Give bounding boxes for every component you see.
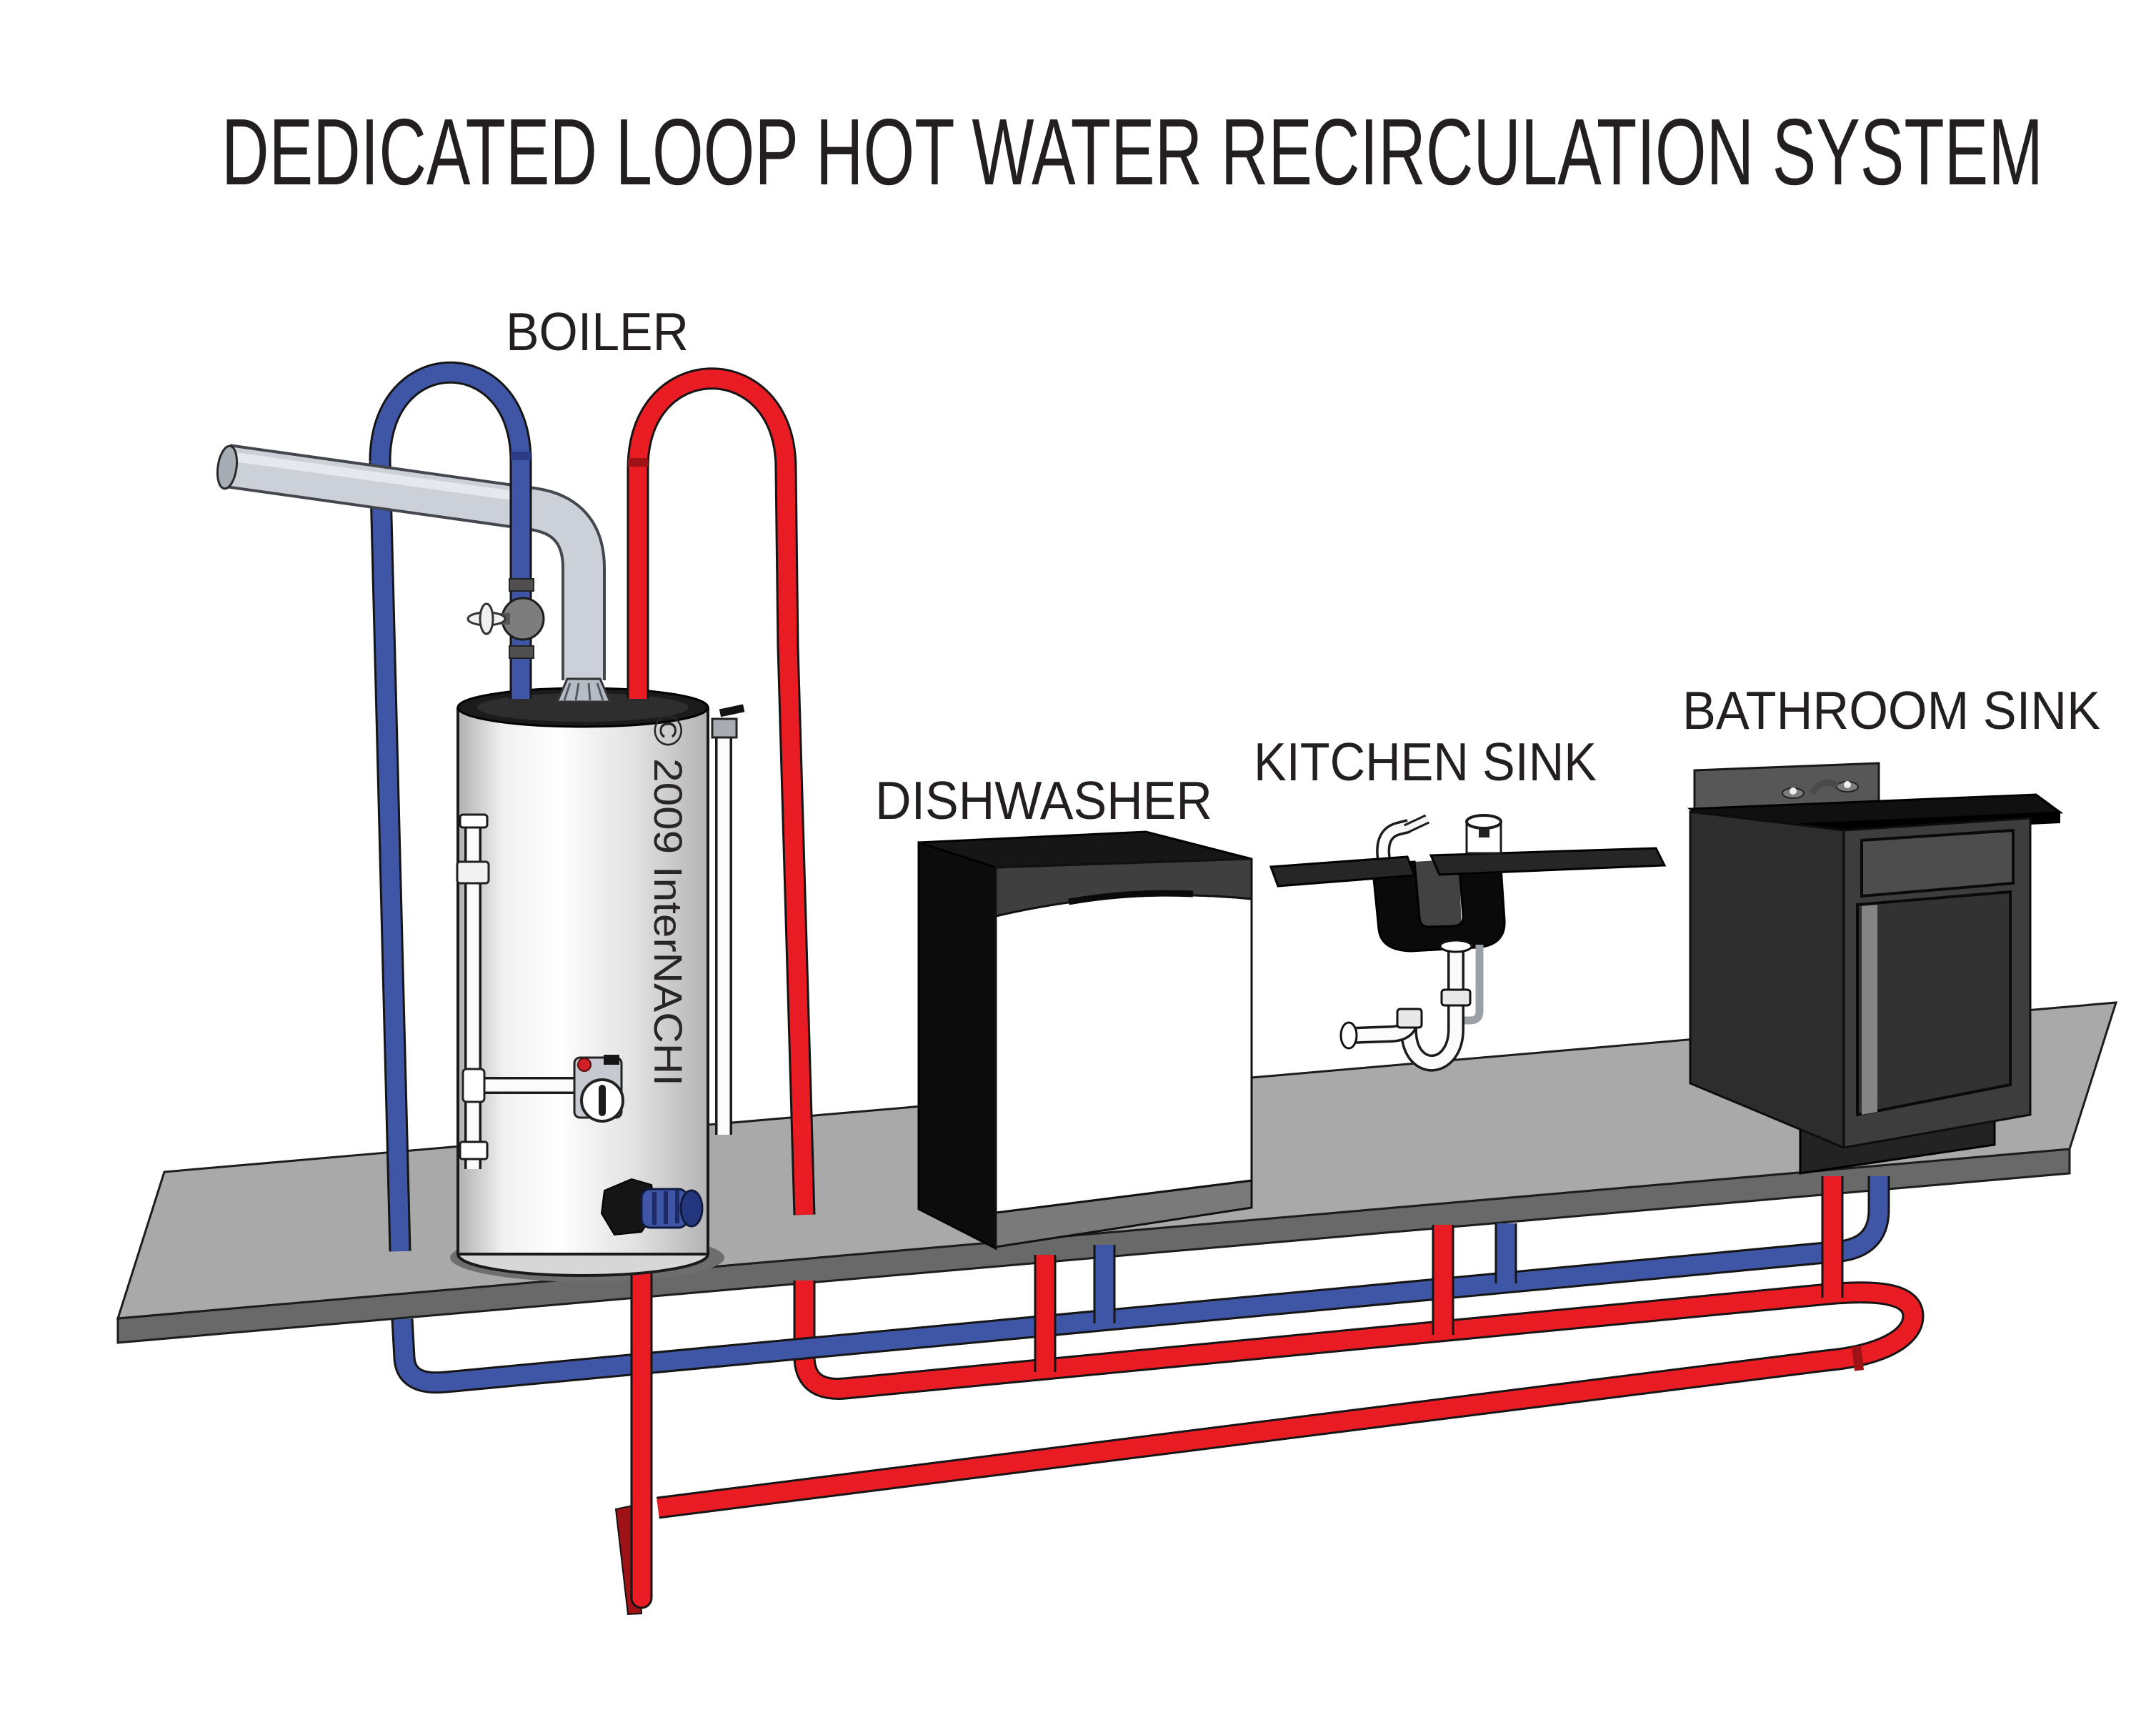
tp-valve-handle: [719, 704, 745, 717]
gas-control-valve: [573, 1055, 624, 1123]
cold-loop-arch: [369, 361, 545, 699]
flue-vent-pipe: [216, 444, 612, 703]
gas-tee-fitting: [461, 1068, 486, 1103]
gas-supply-piping: [456, 813, 624, 1169]
gas-pipe-coupling: [459, 1140, 489, 1160]
valve-knob-black: [604, 1055, 619, 1065]
vanity-drawer: [1860, 828, 2015, 898]
bathroom-faucet: [1782, 779, 1859, 799]
hot-loop-pipe: [657, 1281, 1922, 1517]
tp-relief-valve: [711, 704, 745, 1135]
dishwasher-side: [917, 840, 997, 1251]
counter-right: [1429, 847, 1667, 876]
pipe-coupling: [628, 458, 648, 467]
tank-bottom: [456, 1253, 710, 1277]
valve-button-red: [577, 1058, 592, 1072]
tank-body: [458, 707, 708, 1254]
hot-loop-arch: [627, 367, 816, 1216]
water-heater-tank: © 2009 InterNACHI: [456, 687, 710, 1277]
cold-main-pipe: [393, 1176, 1888, 1392]
dishwasher-handle: [1068, 890, 1194, 905]
gas-union-fitting: [456, 860, 490, 885]
vanity-door: [1856, 890, 2012, 1117]
label-kitchen-sink: KITCHEN SINK: [1254, 732, 1597, 792]
counter-left: [1269, 855, 1417, 888]
gas-pipe-cap: [459, 813, 489, 829]
dishwasher: [917, 830, 1253, 1251]
dishwasher-door: [994, 894, 1253, 1214]
cold-inlet-shutoff-valve: [466, 578, 545, 659]
pipe-coupling: [511, 452, 531, 460]
tp-valve-body: [711, 717, 738, 739]
diagram-labels: DEDICATED LOOP HOT WATER RECIRCULATION S…: [221, 99, 2100, 830]
label-bathroom-sink: BATHROOM SINK: [1682, 680, 2100, 740]
cold-water-main: [391, 1176, 1890, 1394]
trap-coupling-nut: [1396, 1008, 1423, 1029]
label-boiler: BOILER: [506, 302, 689, 362]
trap-coupling-nut: [1440, 988, 1472, 1007]
vanity-door-handle: [1862, 905, 1877, 1115]
kitchen-sink: [1269, 814, 1667, 1072]
cold-loop-left-leg: [369, 460, 411, 1252]
air-gap-cylinder: [1465, 814, 1502, 855]
page-title: DEDICATED LOOP HOT WATER RECIRCULATION S…: [221, 99, 2043, 204]
drain-valve-cap: [679, 1189, 704, 1228]
drain-open-end: [1339, 1021, 1358, 1050]
label-dishwasher: DISHWASHER: [875, 770, 1212, 830]
flue-open-end: [216, 444, 239, 490]
pipe-coupling: [1851, 1346, 1865, 1371]
copyright-watermark: © 2009 InterNACHI: [646, 715, 691, 1086]
bathroom-sink-cabinet: [1687, 762, 2064, 1175]
sink-interior: [1414, 859, 1462, 928]
hot-supply-and-return-loop: [657, 1281, 1925, 1519]
flue-highlight: [236, 452, 531, 503]
tank-drain-valve: [600, 1178, 704, 1236]
sink-drain-trap: [1339, 939, 1484, 1072]
